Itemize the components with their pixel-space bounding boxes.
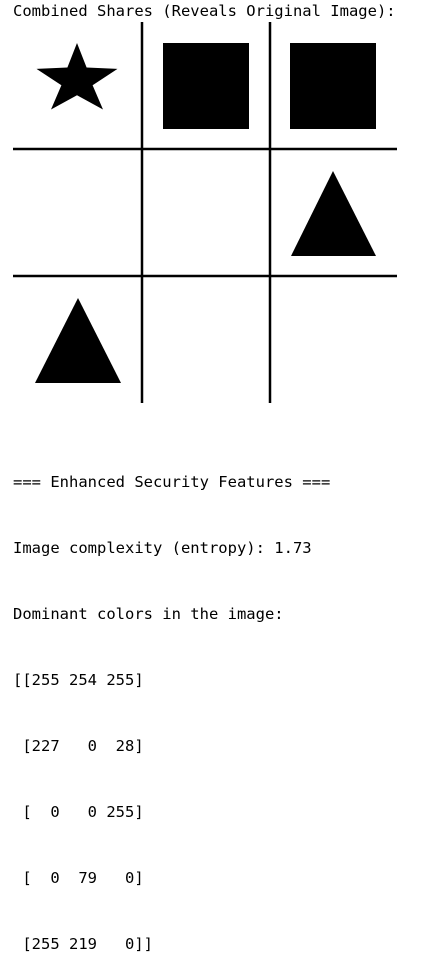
square-shape [163, 43, 249, 129]
star-shape [36, 43, 118, 110]
combined-shares-grid [13, 22, 397, 403]
color-row: [255 219 0]] [13, 935, 153, 953]
figure-title: Combined Shares (Reveals Original Image)… [13, 2, 396, 20]
square-shape [290, 43, 376, 129]
color-row: [ 0 79 0] [13, 869, 144, 887]
entropy-line: Image complexity (entropy): 1.73 [13, 539, 312, 557]
color-row: [[255 254 255] [13, 671, 144, 689]
triangle-shape [35, 298, 121, 383]
dominant-colors-label: Dominant colors in the image: [13, 605, 284, 623]
console-heading: === Enhanced Security Features === [13, 473, 331, 491]
console-output: === Enhanced Security Features === Image… [13, 427, 330, 977]
triangle-shape [291, 171, 376, 256]
color-row: [227 0 28] [13, 737, 144, 755]
color-row: [ 0 0 255] [13, 803, 144, 821]
